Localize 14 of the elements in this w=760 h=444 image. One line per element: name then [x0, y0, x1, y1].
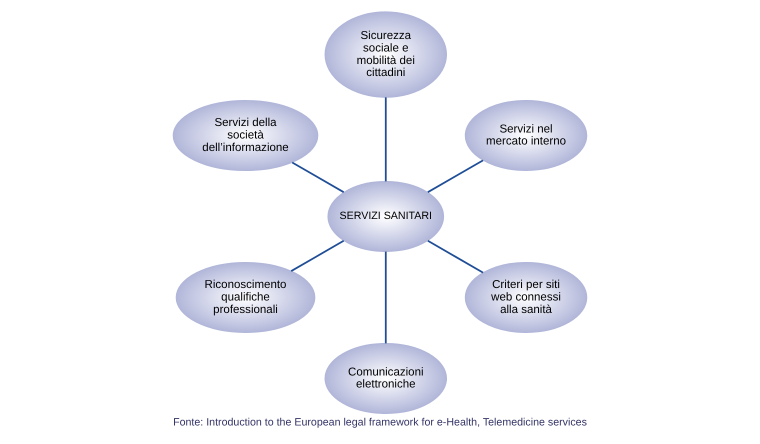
node-ellipse: Servizi della società dell’informazione	[172, 100, 318, 172]
node-ellipse: SERVIZI SANITARI	[327, 180, 444, 252]
connector	[427, 160, 484, 193]
connector	[384, 252, 387, 344]
connector	[427, 240, 484, 274]
caption: Fonte: Introduction to the European legal framework for e-Health, Telemedicine services	[173, 416, 587, 429]
connector	[290, 240, 344, 272]
node-ellipse: Criteri per siti web connessi alla sanità	[464, 262, 588, 333]
connector	[384, 97, 387, 182]
connector	[292, 162, 344, 193]
node-ellipse: Riconoscimento qualifiche professionali	[176, 262, 316, 333]
node-ellipse: Sicurezza sociale e mobilità dei cittadini	[324, 11, 448, 98]
node-ellipse: Comunicazioni elettroniche	[324, 342, 448, 414]
node-ellipse: Servizi nel mercato interno	[464, 100, 588, 172]
